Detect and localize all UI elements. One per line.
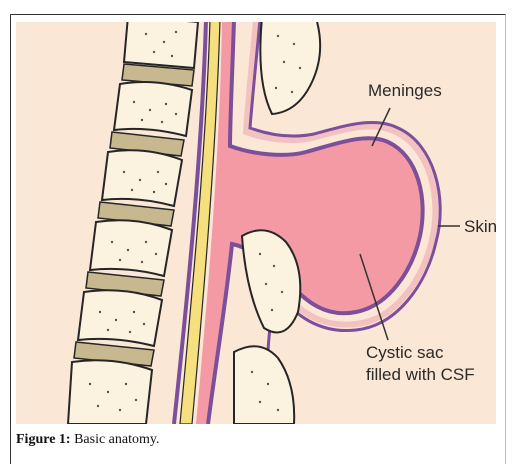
figure-caption-text: Basic anatomy. bbox=[74, 432, 159, 447]
myelomeningocele-illustration: Meninges Skin Cystic sac filled with CSF bbox=[16, 22, 496, 424]
figure-caption-label: Figure 1: bbox=[16, 432, 71, 447]
vertebral-body bbox=[68, 360, 152, 424]
cystic-sac-label-line2: filled with CSF bbox=[366, 365, 475, 384]
vertebral-body bbox=[78, 290, 162, 346]
vertebral-body bbox=[102, 150, 182, 206]
vertebral-body bbox=[124, 22, 198, 68]
cystic-sac-label-line1: Cystic sac bbox=[366, 343, 444, 362]
figure-caption: Figure 1: Basic anatomy. bbox=[16, 432, 159, 448]
vertebral-body bbox=[90, 220, 172, 276]
meninges-label: Meninges bbox=[368, 81, 442, 100]
vertebral-body bbox=[114, 82, 192, 136]
skin-label: Skin bbox=[464, 217, 496, 236]
